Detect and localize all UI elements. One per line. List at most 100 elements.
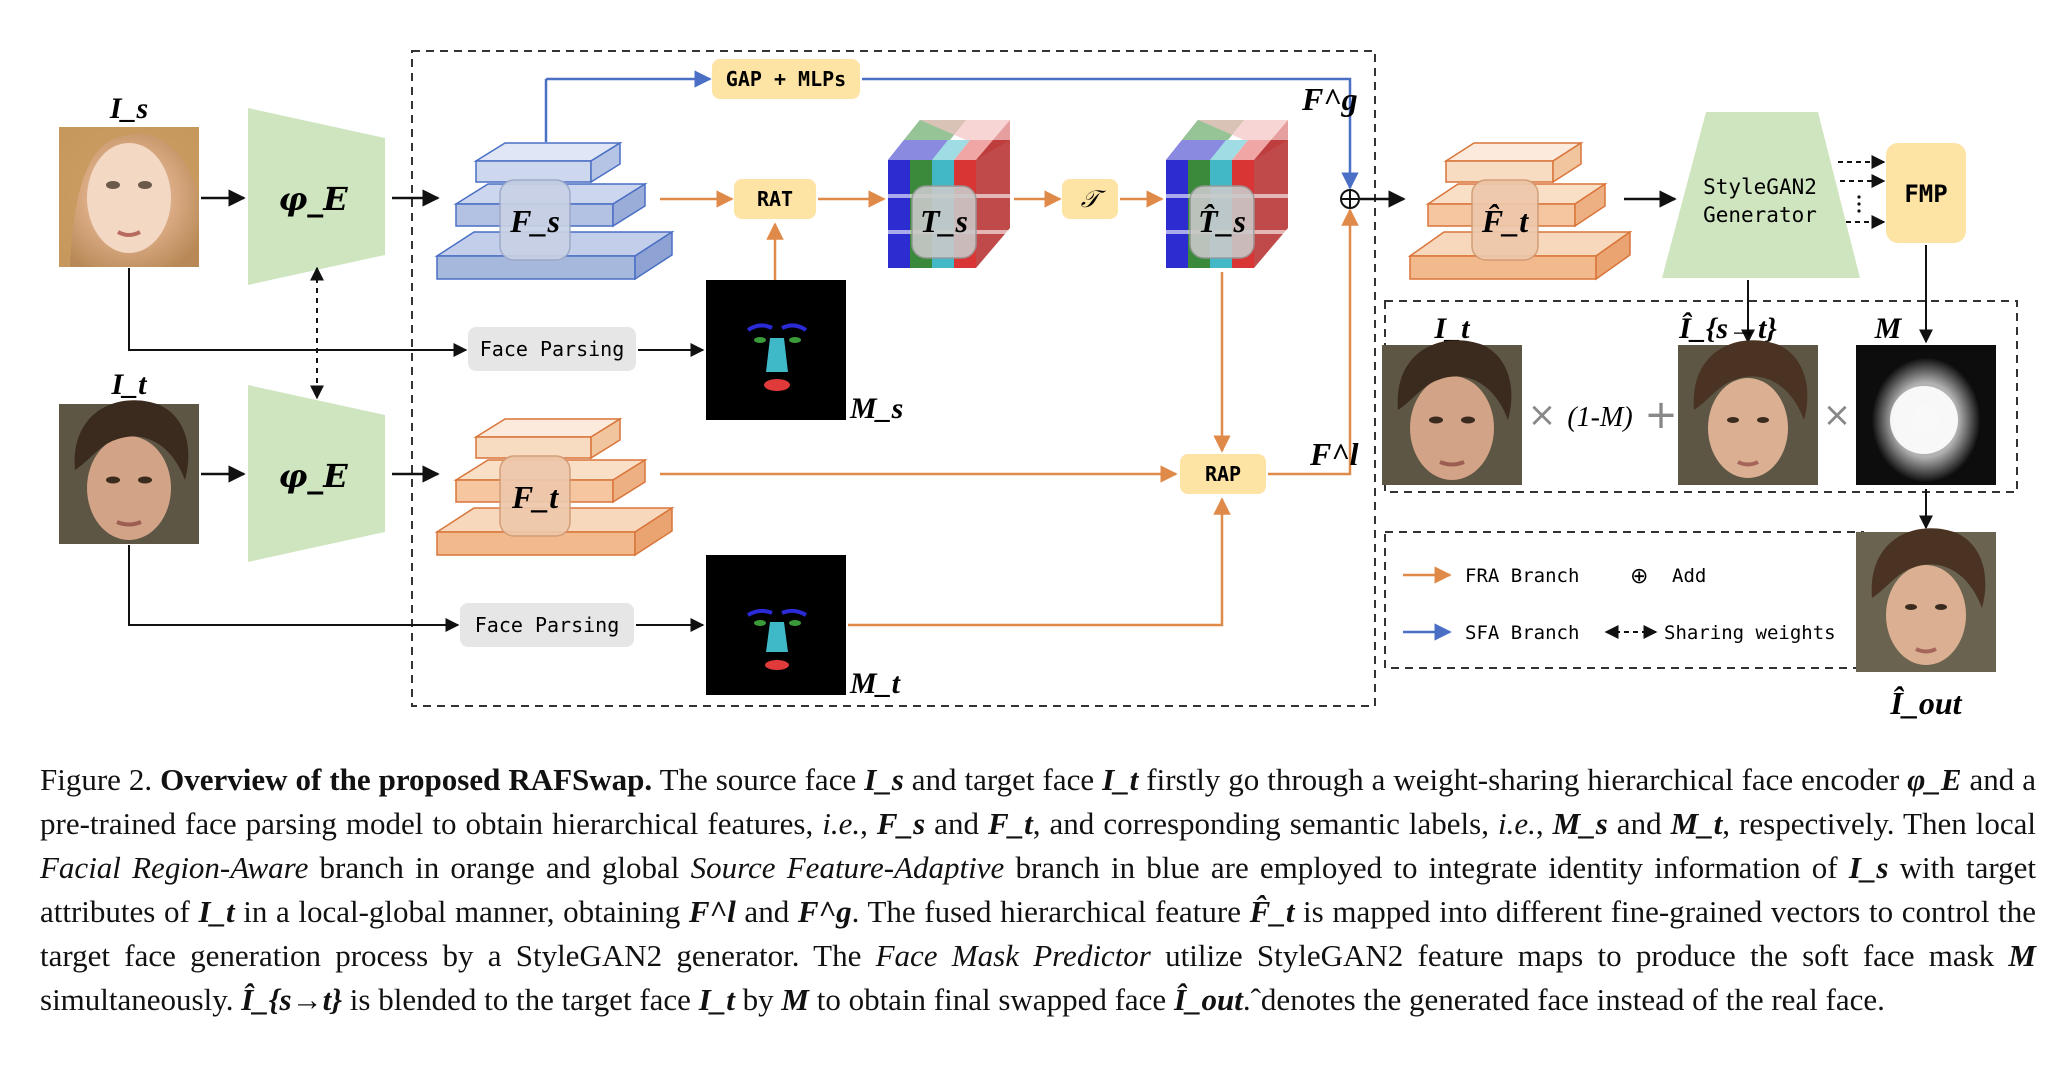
rap-label: RAP bbox=[1205, 462, 1241, 486]
soft-face-mask bbox=[1856, 345, 1996, 485]
mt-label: M_t bbox=[849, 667, 902, 700]
blend-target-image bbox=[1382, 340, 1522, 485]
sfa-arrow-to-add bbox=[862, 77, 1359, 190]
ft-hat-label: F̂_t bbox=[1481, 203, 1529, 239]
caption-symbol: F_s bbox=[876, 806, 926, 841]
stylegan2-generator bbox=[1662, 112, 1860, 278]
fs-label: F_s bbox=[509, 203, 560, 239]
caption-symbol: I_t bbox=[698, 982, 735, 1017]
blend-swapped-label: Î_{s→t} bbox=[1678, 312, 1777, 345]
fra-arrow-to-add bbox=[1268, 208, 1359, 476]
caption-symbol: I_s bbox=[864, 762, 904, 797]
caption-text: and target face bbox=[903, 762, 1103, 797]
caption-text: and bbox=[735, 894, 798, 929]
legend-add-label: Add bbox=[1672, 565, 1706, 587]
caption-text: i.e. bbox=[822, 806, 861, 841]
caption-text: branch in blue are employed to integrate… bbox=[1004, 850, 1849, 885]
caption-symbol: F^l bbox=[688, 894, 736, 929]
blend-target-label: I_t bbox=[1433, 312, 1471, 345]
plus-symbol: + bbox=[1644, 392, 1678, 438]
source-face-image bbox=[59, 127, 199, 267]
caption-figure-number: Figure 2. bbox=[40, 762, 153, 797]
caption-text: i.e. bbox=[1497, 806, 1536, 841]
fl-label: F^l bbox=[1309, 436, 1359, 472]
arrow-it-to-parsing bbox=[128, 545, 460, 632]
caption-text: Face Mask Predictor bbox=[875, 938, 1151, 973]
caption-symbol: I_s bbox=[1848, 850, 1889, 885]
caption-text: and bbox=[1607, 806, 1671, 841]
mt-parsing-map bbox=[706, 555, 846, 695]
caption-symbol: F^g bbox=[797, 894, 852, 929]
caption-text: in a local-global manner, obtaining bbox=[234, 894, 689, 929]
ms-parsing-map bbox=[706, 280, 846, 420]
transform-module bbox=[1062, 179, 1118, 219]
caption-text: Source Feature-Adaptive bbox=[690, 850, 1005, 885]
caption-symbol: M bbox=[2008, 938, 2036, 973]
times-symbol-1: × bbox=[1528, 395, 1557, 435]
output-face-image bbox=[1856, 528, 1996, 672]
caption-text: and bbox=[925, 806, 988, 841]
ts-hat-label-box bbox=[1189, 185, 1255, 259]
target-face-image bbox=[59, 400, 199, 544]
ts-label-box bbox=[911, 185, 977, 259]
caption-text: , bbox=[860, 806, 877, 841]
legend-add-symbol: ⊕ bbox=[1630, 564, 1648, 589]
caption-text: firstly go through a weight-sharing hier… bbox=[1138, 762, 1908, 797]
rat-label: RAT bbox=[757, 187, 793, 211]
caption-text: .ˆdenotes the generated face instead of … bbox=[1242, 982, 1885, 1017]
main-dashed-region bbox=[411, 50, 1376, 707]
caption-symbol: M_t bbox=[1670, 806, 1723, 841]
source-image-label: I_s bbox=[109, 92, 148, 125]
blend-dashed-region bbox=[1384, 300, 2018, 493]
caption-text: , respectively. Then local bbox=[1722, 806, 2036, 841]
caption-text: to obtain final swapped face bbox=[808, 982, 1174, 1017]
caption-symbol: F̂_t bbox=[1249, 894, 1295, 929]
ft-hat-label-box bbox=[1471, 179, 1539, 261]
fmp-label: FMP bbox=[1904, 180, 1947, 208]
caption-symbol: Î_{s→t} bbox=[241, 982, 343, 1017]
generator-label-line2: Generator bbox=[1703, 203, 1817, 227]
rat-module bbox=[734, 179, 816, 219]
gap-mlps-label: GAP + MLPs bbox=[726, 67, 846, 91]
face-parsing-bottom bbox=[460, 603, 634, 647]
ft-label-box bbox=[499, 455, 571, 537]
legend-sharing-label: Sharing weights bbox=[1664, 622, 1836, 644]
caption-text: simultaneously. bbox=[40, 982, 242, 1017]
face-parsing-bottom-label: Face Parsing bbox=[475, 613, 620, 637]
caption-text: utilize StyleGAN2 feature maps to produc… bbox=[1150, 938, 2009, 973]
figure-caption: Figure 2. Overview of the proposed RAFSw… bbox=[40, 758, 2036, 1022]
encoder-bottom-label: φ_E bbox=[278, 457, 348, 495]
gap-mlps-module bbox=[712, 59, 860, 99]
times-symbol-2: × bbox=[1823, 395, 1852, 435]
generator-label-line1: StyleGAN2 bbox=[1703, 175, 1817, 199]
caption-symbol: M_s bbox=[1552, 806, 1608, 841]
caption-text: The source face bbox=[652, 762, 865, 797]
arrow-mt-to-rap bbox=[848, 497, 1231, 627]
fmp-module bbox=[1886, 143, 1966, 243]
ts-hat-label: T̂_s bbox=[1198, 203, 1246, 239]
caption-text: by bbox=[734, 982, 782, 1017]
caption-symbol: I_t bbox=[1102, 762, 1139, 797]
encoder-top-label: φ_E bbox=[278, 180, 348, 218]
caption-text: branch in orange and global bbox=[308, 850, 691, 885]
caption-text: is blended to the target face bbox=[342, 982, 699, 1017]
caption-title: Overview of the proposed RAFSwap. bbox=[160, 762, 653, 797]
legend-dashed-region bbox=[1384, 531, 1864, 669]
caption-text: Facial Region-Aware bbox=[40, 850, 309, 885]
arrow-is-to-parsing bbox=[128, 268, 468, 357]
swapped-face-image bbox=[1678, 340, 1818, 485]
one-minus-mask: (1-M) bbox=[1567, 402, 1632, 433]
face-parsing-top-label: Face Parsing bbox=[480, 337, 625, 361]
target-image-label: I_t bbox=[110, 368, 148, 401]
mask-label: M bbox=[1874, 312, 1903, 345]
caption-symbol: I_t bbox=[198, 894, 235, 929]
ts-label: T_s bbox=[920, 203, 968, 239]
face-parsing-top bbox=[468, 327, 636, 371]
legend-fra-label: FRA Branch bbox=[1465, 565, 1579, 587]
ft-label: F_t bbox=[511, 479, 559, 515]
caption-symbol: Î_out bbox=[1173, 982, 1243, 1017]
caption-symbol: M bbox=[781, 982, 809, 1017]
caption-symbol: φ_E bbox=[1907, 762, 1962, 797]
caption-text: , and corresponding semantic labels, bbox=[1032, 806, 1498, 841]
caption-text: is mapped into different fine-grained ve… bbox=[40, 894, 2036, 973]
